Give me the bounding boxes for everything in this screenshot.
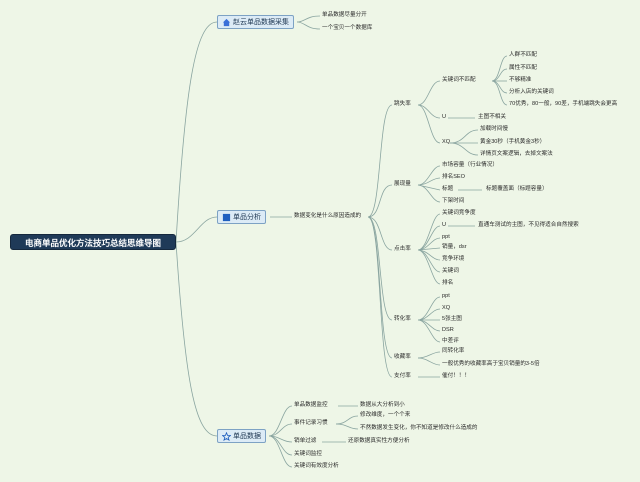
keyword-mismatch-item[interactable]: 人群不匹配 [509,52,537,58]
title-coverage-note[interactable]: 标题覆盖面（标题容量） [486,186,548,192]
keyword-mismatch-item[interactable]: 分析入店的关键词 [509,89,554,95]
branch-collect[interactable]: 赵云单品数据采集 [217,15,294,29]
ctr-item[interactable]: 销量，dsr [442,244,467,250]
pay-item[interactable]: 催付！！！ [442,373,470,379]
branch-analysis-label: 单品分析 [233,214,261,221]
conversion-item[interactable]: ppt [442,293,450,299]
root-topic[interactable]: 电商单品优化方法技巧总结思维导图 [10,234,176,250]
branch-analysis[interactable]: 单品分析 [217,210,266,224]
bounce-xq-item[interactable]: 详情页文案逻辑，去掉文案法 [480,151,553,157]
ctr-item[interactable]: 关键词竞争度 [442,210,476,216]
bounce-u-node[interactable]: U [442,114,447,120]
pay-node[interactable]: 支付率 [394,373,411,379]
ctr-node[interactable]: 点击率 [394,246,411,252]
data-item[interactable]: 销单过滤 [294,438,317,444]
star-icon [222,432,231,441]
favorite-item[interactable]: 同转化率 [442,348,465,354]
ctr-item[interactable]: 排名 [442,280,454,286]
collect-item[interactable]: 一个宝贝一个数据库 [322,25,373,31]
ctr-item[interactable]: 关键词 [442,268,459,274]
ctr-item[interactable]: ppt [442,234,450,240]
data-item[interactable]: 关键词有效度分析 [294,463,339,469]
traffic-item[interactable]: 市场容量（行业情况） [442,162,498,168]
data-item[interactable]: 单品数据监控 [294,402,328,408]
data-item[interactable]: 事件记录习惯 [294,420,328,426]
conversion-item[interactable]: DSR [442,327,454,333]
traffic-item[interactable]: 下架时间 [442,198,465,204]
conversion-item[interactable]: XQ [442,305,451,311]
keyword-mismatch-item[interactable]: 70优秀，80一般，90差，手机端跳失会更高 [509,101,618,107]
branch-data[interactable]: 单品数据 [217,429,266,443]
bounce-xq-item[interactable]: 加载时间慢 [480,126,508,132]
bounce-u-item[interactable]: 主图不相关 [478,114,506,120]
favorite-item[interactable]: 一般优秀的收藏率高于宝贝销量的3-5倍 [442,361,540,367]
flag-icon [222,213,231,222]
analysis-intro[interactable]: 数据变化是什么原因造成的 [294,213,362,219]
event-note[interactable]: 不然数据发生变化，你不知道是修改什么造成的 [360,425,478,431]
event-note[interactable]: 修改维度，一个个来 [360,412,411,418]
filter-note[interactable]: 还原数据真实性方便分析 [348,438,410,444]
ctr-item[interactable]: U [442,222,447,228]
conversion-item[interactable]: 5张主图 [442,316,462,322]
conversion-item[interactable]: 中差评 [442,338,459,344]
data-monitor-note[interactable]: 数据从大分析到小 [360,402,405,408]
traffic-item[interactable]: 排名SEO [442,174,466,180]
data-item[interactable]: 关键词监控 [294,451,322,457]
traffic-node[interactable]: 展现量 [394,181,411,187]
branch-collect-label: 赵云单品数据采集 [233,19,289,26]
bounce-xq-item[interactable]: 黄金30秒（手机黄金3秒） [480,139,546,145]
traffic-item[interactable]: 标题 [442,186,454,192]
bounce-xq-node[interactable]: XQ [442,139,451,145]
keyword-mismatch-item[interactable]: 属性不匹配 [509,65,537,71]
ctr-u-note[interactable]: 直通车测试的主图，不见得适合自然搜索 [478,222,579,228]
favorite-node[interactable]: 收藏率 [394,354,411,360]
bounce-rate-node[interactable]: 跳失率 [394,101,411,107]
house-icon [222,18,231,27]
collect-item[interactable]: 单品数据尽量分开 [322,12,367,18]
branch-data-label: 单品数据 [233,433,261,440]
ctr-item[interactable]: 竞争环境 [442,256,465,262]
keyword-mismatch-item[interactable]: 不够精准 [509,77,532,83]
keyword-mismatch-node[interactable]: 关键词不匹配 [442,77,476,83]
conversion-node[interactable]: 转化率 [394,316,411,322]
